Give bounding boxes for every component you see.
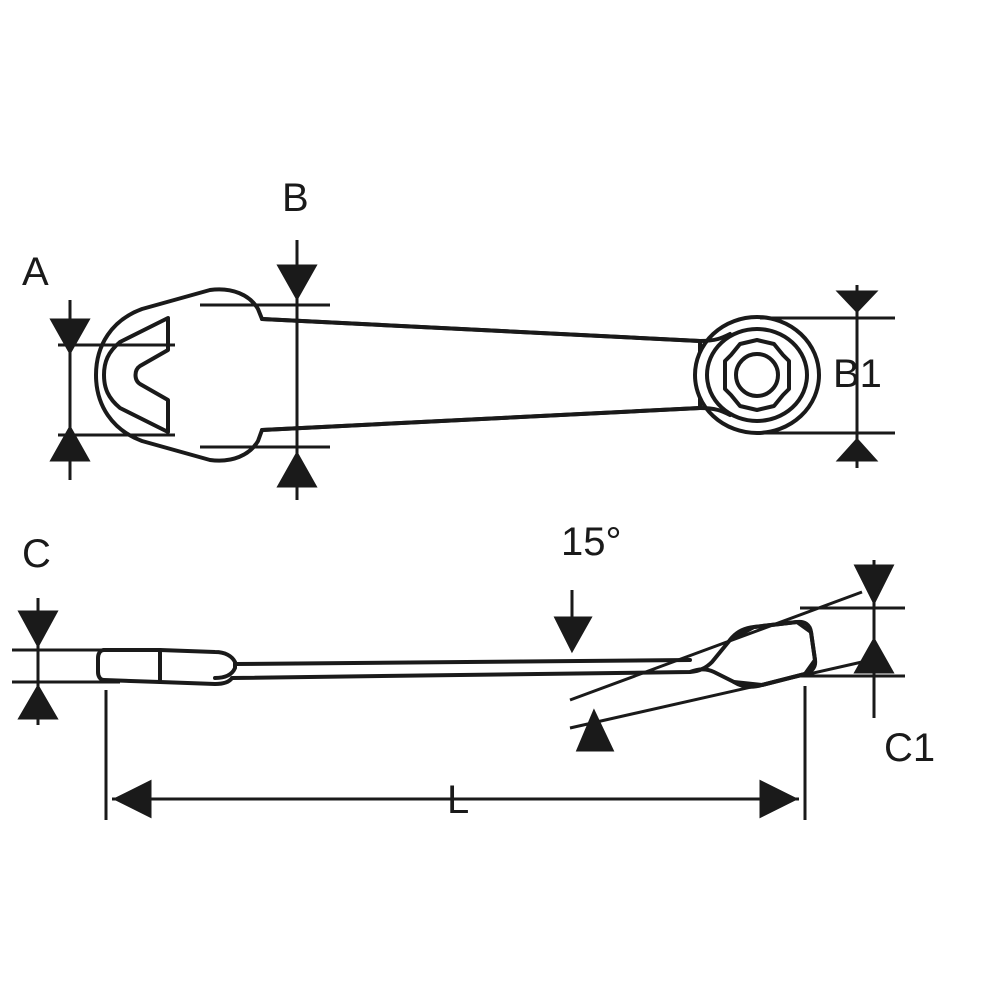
dimension-c [12,598,120,725]
dimension-c1-arrow-bottom [853,636,895,674]
ring-end-neck [698,332,732,343]
label-b: B [282,176,309,220]
dimension-a [49,300,175,480]
open-end-jaw-mouth [102,316,170,434]
open-end-head-outline [94,287,702,463]
angle-reference-line-offset [569,590,863,702]
label-c1: C1 [884,726,936,770]
dimension-l [104,686,807,820]
dimension-a-arrow-bottom [49,424,91,462]
ring-end-neck-lower [698,406,732,417]
side-view-shank-top [233,658,692,666]
dimension-a-arrow-top [49,318,91,356]
dimension-c-arrow-bottom [17,684,59,720]
side-view-open-head [102,648,237,680]
top-view-group [94,287,821,463]
side-view-body-outline [96,619,818,689]
dimension-c1 [800,560,905,718]
dimension-l-arrow-left [112,779,152,819]
label-l: L [447,778,470,822]
dimension-b1-arrow-top [835,290,879,314]
dimension-c-arrow-top [17,610,59,649]
dimension-l-arrow-right [759,779,799,819]
angle-vertex-arrow [575,708,615,752]
dimension-b-arrow-bottom [276,450,318,488]
shank-lower-contour [260,406,702,432]
ring-end-bore [734,352,780,398]
shank-upper-contour [260,317,702,343]
label-c: C [22,532,51,576]
angle-leader-arrow [553,616,593,654]
label-b1: B1 [833,352,882,396]
dimension-b1-arrow-bottom [835,437,879,462]
side-view-group [96,619,818,689]
angle-callout-15deg [553,590,863,752]
dimension-b [200,240,330,500]
label-a: A [22,250,49,294]
angle-reference-line-horizontal [569,660,863,730]
dimension-b1 [760,285,895,468]
label-angle-15deg: 15° [561,520,622,564]
dimension-b-arrow-top [276,264,318,302]
dimension-c1-arrow-top [853,564,895,606]
